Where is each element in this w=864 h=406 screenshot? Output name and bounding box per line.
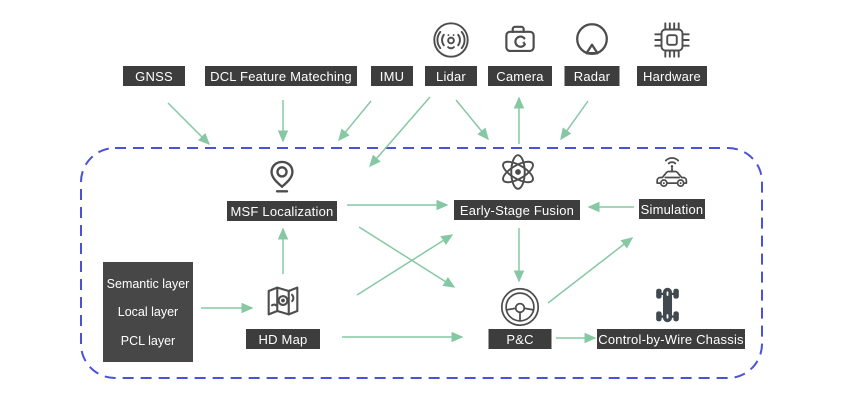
camera-icon xyxy=(500,20,540,60)
atom-icon xyxy=(493,147,543,197)
system-boundary xyxy=(80,147,763,379)
location-pin-icon xyxy=(262,156,302,196)
edge-lidar-to-early-stage-fusion xyxy=(455,99,489,141)
sensor-label-camera: Camera xyxy=(488,66,552,86)
sensor-label-lidar: Lidar xyxy=(425,66,477,86)
module-control-by-wire-chassis: Control-by-Wire Chassis xyxy=(597,329,745,349)
edge-msf-localization-to-pnc xyxy=(358,226,456,288)
chassis-icon xyxy=(653,284,682,326)
module-pnc: P&C xyxy=(488,329,552,349)
map-layer-pcl: PCL layer xyxy=(120,333,176,348)
chip-icon xyxy=(651,19,693,61)
edge-lidar-to-msf-localization xyxy=(369,96,431,168)
module-hd-map: HD Map xyxy=(246,329,320,349)
map-layer-local: Local layer xyxy=(117,305,179,319)
radar-icon xyxy=(571,19,613,61)
sensor-label-gnss: GNSS xyxy=(123,66,185,86)
lidar-icon xyxy=(430,19,472,61)
map-layers-box: Semantic layer Local layer PCL layer xyxy=(103,262,193,362)
module-early-stage-fusion: Early-Stage Fusion xyxy=(454,200,580,220)
sensor-label-radar: Radar xyxy=(564,66,620,86)
sensor-label-imu: IMU xyxy=(371,66,413,86)
module-msf-localization: MSF Localization xyxy=(227,201,337,221)
edge-radar-to-early-stage-fusion xyxy=(560,100,589,141)
edge-pnc-to-simulation xyxy=(547,237,634,304)
edge-hd-map-to-early-stage-fusion xyxy=(356,234,454,296)
edge-imu-to-msf-localization xyxy=(338,100,372,142)
sensor-label-dcl: DCL Feature Mateching xyxy=(205,66,357,86)
connected-car-icon xyxy=(649,152,695,196)
map-layer-semantic: Semantic layer xyxy=(106,276,190,291)
steering-wheel-icon xyxy=(497,284,543,330)
sensor-label-hardware: Hardware xyxy=(637,66,707,86)
module-simulation: Simulation xyxy=(639,199,705,219)
edge-gnss-to-system-boundary xyxy=(167,102,211,146)
map-icon xyxy=(262,281,304,321)
